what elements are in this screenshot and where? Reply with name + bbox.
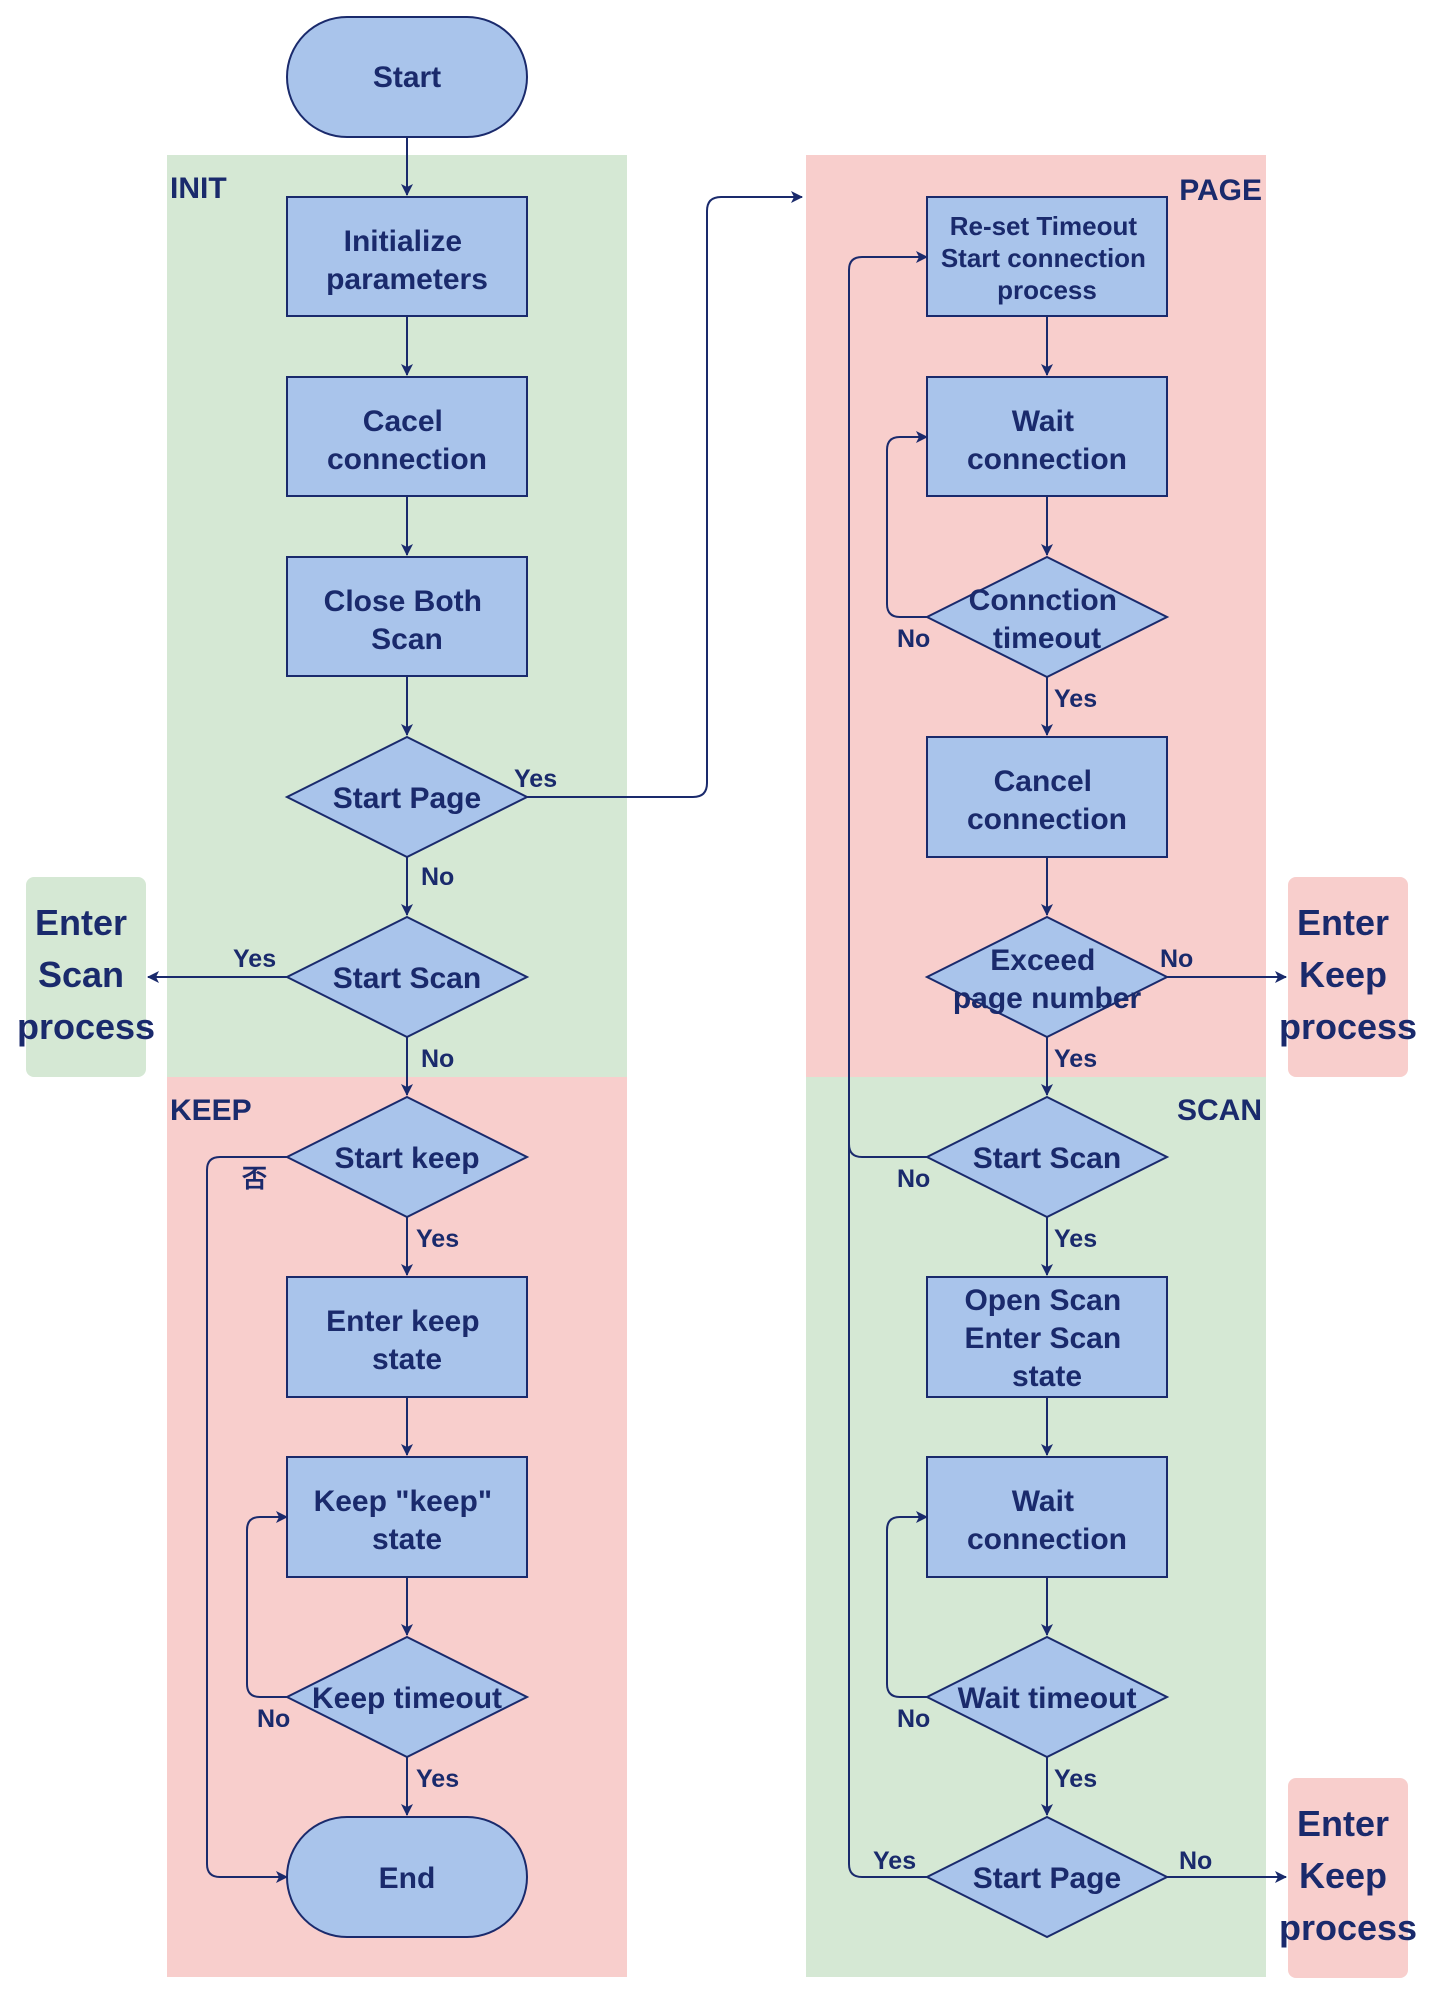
- init-params-label: Initialize parameters: [326, 225, 488, 296]
- edge-label-startpage-yes: Yes: [514, 765, 557, 793]
- edge-label-startscan-no: No: [421, 1045, 454, 1073]
- start-page-decision-scan: [924, 1815, 1170, 1939]
- start-scan-decision-scan: [924, 1095, 1170, 1219]
- edge-waittimeout-loop: [886, 1511, 928, 1698]
- reset-timeout-label: Re-set Timeout Start connection process: [941, 211, 1153, 305]
- wait-timeout-decision: [924, 1635, 1170, 1759]
- enter-scan-label: Enter Scan process: [17, 902, 155, 1047]
- cancel-connection-page-box: [926, 736, 1168, 858]
- lane-label-init: INIT: [170, 172, 227, 205]
- edge-label-conntimeout-yes: Yes: [1054, 685, 1097, 713]
- close-both-scan-box: [286, 556, 528, 677]
- exceed-page-label: Exceed page number: [953, 944, 1142, 1015]
- enter-keep-terminal-2: [1288, 1778, 1408, 1978]
- edge-label-startkeep-no: 否: [241, 1165, 267, 1193]
- init-params-box: [286, 196, 528, 317]
- edge-label-scan-startpage-yes: Yes: [873, 1847, 916, 1875]
- edge-label-startpage-no: No: [421, 863, 454, 891]
- edge-label-scan-startscan-yes: Yes: [1054, 1225, 1097, 1253]
- edge-label-keeptimeout-yes: Yes: [416, 1765, 459, 1793]
- close-both-scan-label: Close Both Scan: [324, 585, 491, 656]
- start-page-label-init: Start Page: [333, 782, 481, 815]
- reset-timeout-box: [926, 196, 1168, 317]
- keep-timeout-label: Keep timeout: [312, 1682, 502, 1715]
- enter-keep-state-label: Enter keep state: [326, 1305, 488, 1376]
- lane-label-keep: KEEP: [170, 1094, 252, 1127]
- cancel-connection-page-label: Cancel connection: [967, 765, 1127, 836]
- wait-timeout-label: Wait timeout: [958, 1682, 1137, 1715]
- start-keep-label: Start keep: [334, 1142, 479, 1175]
- edge-label-waittimeout-yes: Yes: [1054, 1765, 1097, 1793]
- wait-connection-page-label: Wait connection: [967, 405, 1127, 476]
- edge-keeptimeout-loop: [246, 1511, 288, 1698]
- edge-label-exceed-yes: Yes: [1054, 1045, 1097, 1073]
- cacel-connection-label: Cacel connection: [327, 405, 487, 476]
- open-scan-label: Open Scan Enter Scan state: [964, 1284, 1129, 1393]
- lane-label-scan: SCAN: [1177, 1094, 1262, 1127]
- wait-connection-scan-box: [926, 1456, 1168, 1578]
- enter-keep-terminal-1: [1288, 877, 1408, 1077]
- edge-startpage-page: [527, 191, 803, 798]
- edge-label-waittimeout-no: No: [897, 1705, 930, 1733]
- keep-timeout-decision: [284, 1635, 530, 1759]
- start-scan-label-scan: Start Scan: [973, 1142, 1121, 1175]
- wait-connection-page-box: [926, 376, 1168, 497]
- lane-label-page: PAGE: [1179, 174, 1262, 207]
- open-scan-box: [926, 1276, 1168, 1398]
- keep-keep-state-box: [286, 1456, 528, 1578]
- enter-keep-label-2: Enter Keep process: [1279, 1803, 1417, 1948]
- start-keep-decision: [284, 1095, 530, 1219]
- connection-timeout-decision: [924, 555, 1170, 679]
- edge-label-conntimeout-no: No: [897, 625, 930, 653]
- cacel-connection-box: [286, 376, 528, 497]
- start-page-label-scan: Start Page: [973, 1862, 1121, 1895]
- edge-scan-startscan-no: [848, 1143, 927, 1158]
- edge-startkeep-end: [206, 1156, 288, 1883]
- edge-startpage-reset: [848, 251, 928, 1878]
- start-scan-decision-init: [284, 915, 530, 1039]
- edge-label-scan-startpage-no: No: [1179, 1847, 1212, 1875]
- connection-timeout-label: Connction timeout: [969, 584, 1126, 655]
- start-scan-label-init: Start Scan: [333, 962, 481, 995]
- edge-label-keeptimeout-no: No: [257, 1705, 290, 1733]
- edge-label-exceed-no: No: [1160, 945, 1193, 973]
- start-label: Start: [373, 61, 441, 94]
- end-terminal: [286, 1816, 528, 1938]
- start-terminal: [286, 16, 528, 138]
- enter-keep-state-box: [286, 1276, 528, 1398]
- start-page-decision-init: [284, 735, 530, 859]
- wait-connection-scan-label: Wait connection: [967, 1485, 1127, 1556]
- exceed-page-decision: [924, 915, 1170, 1039]
- keep-keep-state-label: Keep "keep" state: [314, 1485, 501, 1556]
- edge-label-scan-startscan-no: No: [897, 1165, 930, 1193]
- edge-label-startscan-yes: Yes: [233, 945, 276, 973]
- enter-scan-terminal: [26, 877, 146, 1077]
- edge-conntimeout-loop: [886, 431, 928, 618]
- end-label: End: [379, 1862, 436, 1895]
- edge-label-startkeep-yes: Yes: [416, 1225, 459, 1253]
- enter-keep-label-1: Enter Keep process: [1279, 902, 1417, 1047]
